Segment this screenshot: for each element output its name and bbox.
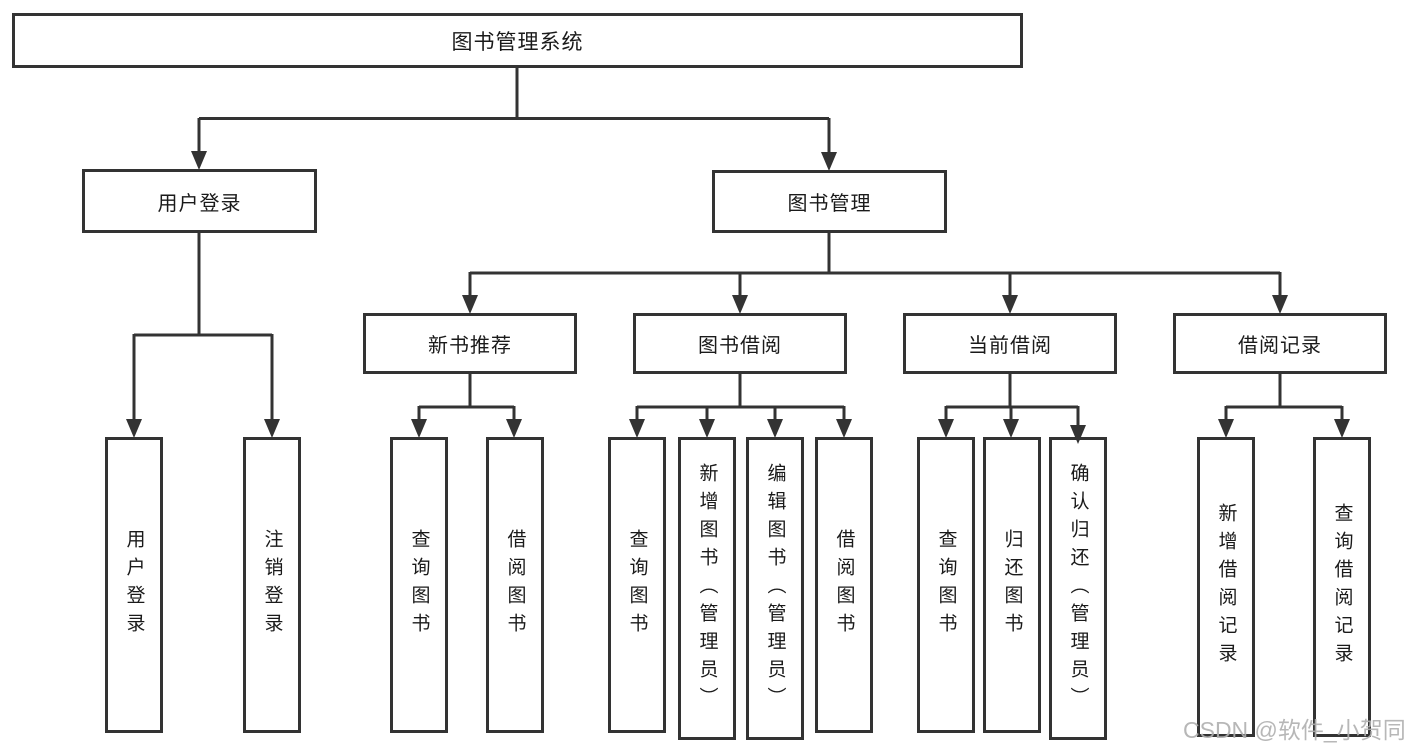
node-borrowing-records: 借阅记录 bbox=[1173, 313, 1387, 374]
leaf-edit-books-admin: 编辑图书（管理员） bbox=[746, 437, 804, 740]
leaf-add-books-admin: 新增图书（管理员） bbox=[678, 437, 736, 740]
leaf-query-books-2: 查询图书 bbox=[608, 437, 666, 733]
leaf-borrow-books-1: 借阅图书 bbox=[486, 437, 544, 733]
leaf-user-login: 用户登录 bbox=[105, 437, 163, 733]
leaf-query-books-1: 查询图书 bbox=[390, 437, 448, 733]
node-library-management-system: 图书管理系统 bbox=[12, 13, 1023, 68]
leaf-confirm-return-admin: 确认归还（管理员） bbox=[1049, 437, 1107, 740]
node-user-login: 用户登录 bbox=[82, 169, 317, 233]
leaf-borrow-books-2: 借阅图书 bbox=[815, 437, 873, 733]
leaf-query-books-3: 查询图书 bbox=[917, 437, 975, 733]
leaf-return-books: 归还图书 bbox=[983, 437, 1041, 733]
node-book-borrowing: 图书借阅 bbox=[633, 313, 847, 374]
leaf-add-borrow-record: 新增借阅记录 bbox=[1197, 437, 1255, 737]
csdn-watermark: CSDN @软件_小贺同学 bbox=[1183, 717, 1405, 743]
node-book-management: 图书管理 bbox=[712, 170, 947, 233]
leaf-query-borrow-record: 查询借阅记录 bbox=[1313, 437, 1371, 737]
node-current-borrowing: 当前借阅 bbox=[903, 313, 1117, 374]
leaf-logout: 注销登录 bbox=[243, 437, 301, 733]
node-new-book-recommend: 新书推荐 bbox=[363, 313, 577, 374]
